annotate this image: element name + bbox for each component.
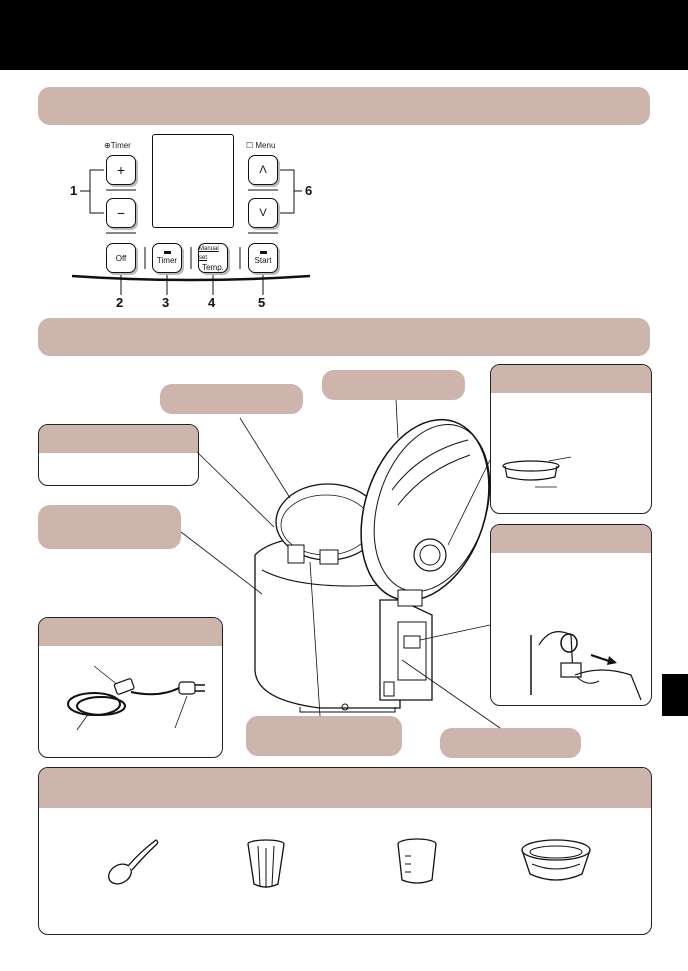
callout-number-6: 6 <box>305 183 313 198</box>
timer-minus-button[interactable]: − <box>106 198 136 228</box>
inner-pot-callout <box>160 384 303 414</box>
display-screen <box>152 134 234 228</box>
power-cord-panel-header <box>39 618 222 646</box>
accessories-panel-header <box>39 768 651 808</box>
rice-spoon-icon <box>108 839 159 885</box>
water-tank-removal-icon <box>530 631 642 701</box>
inner-lid-icon <box>502 456 572 488</box>
water-tank-panel <box>490 524 652 706</box>
page-side-tab <box>662 674 688 716</box>
lid-callout <box>322 370 465 400</box>
chevron-up-icon: Λ <box>259 164 267 176</box>
control-panel-section-band <box>38 87 650 125</box>
water-tank-panel-header <box>491 525 651 553</box>
control-panel-diagram: ⊕Timer ☐ Menu + − Λ V Off Timer Manual s… <box>70 130 320 315</box>
callout-number-4: 4 <box>208 295 216 310</box>
plus-icon: + <box>116 162 126 178</box>
callout-number-3: 3 <box>162 295 170 310</box>
start-indicator-icon <box>259 251 267 254</box>
inner-lid-panel-header <box>491 365 651 393</box>
callout-number-1: 1 <box>70 183 78 198</box>
power-cord-icon <box>67 665 205 731</box>
manual-set-temp-button[interactable]: Manual set Temp. <box>198 243 228 273</box>
seal-panel <box>38 424 199 486</box>
menu-label: ☐ Menu <box>246 141 276 150</box>
inner-lid-panel <box>490 364 652 514</box>
steam-tray-icon <box>521 839 591 881</box>
timer-label: ⊕Timer <box>104 141 131 150</box>
parts-section-band <box>38 318 650 356</box>
timer-indicator-icon <box>163 251 171 254</box>
control-panel-lines <box>71 169 311 295</box>
minus-icon: − <box>116 205 126 221</box>
steam-basket-icon <box>247 839 285 888</box>
start-button[interactable]: Start <box>248 243 278 273</box>
timer-plus-button[interactable]: + <box>106 155 136 185</box>
seal-panel-header <box>39 425 198 453</box>
body-callout <box>440 728 581 758</box>
chevron-down-icon: V <box>259 207 267 219</box>
header-bar <box>0 0 688 70</box>
menu-up-button[interactable]: Λ <box>248 155 278 185</box>
timer-button[interactable]: Timer <box>152 243 182 273</box>
heating-plate-callout <box>246 716 402 756</box>
measuring-cup-icon <box>397 838 437 884</box>
steam-vent-callout <box>38 505 181 549</box>
menu-down-button[interactable]: V <box>248 198 278 228</box>
callout-number-2: 2 <box>116 295 124 310</box>
callout-number-5: 5 <box>258 295 266 310</box>
off-button[interactable]: Off <box>106 243 136 273</box>
power-cord-panel <box>38 617 223 758</box>
